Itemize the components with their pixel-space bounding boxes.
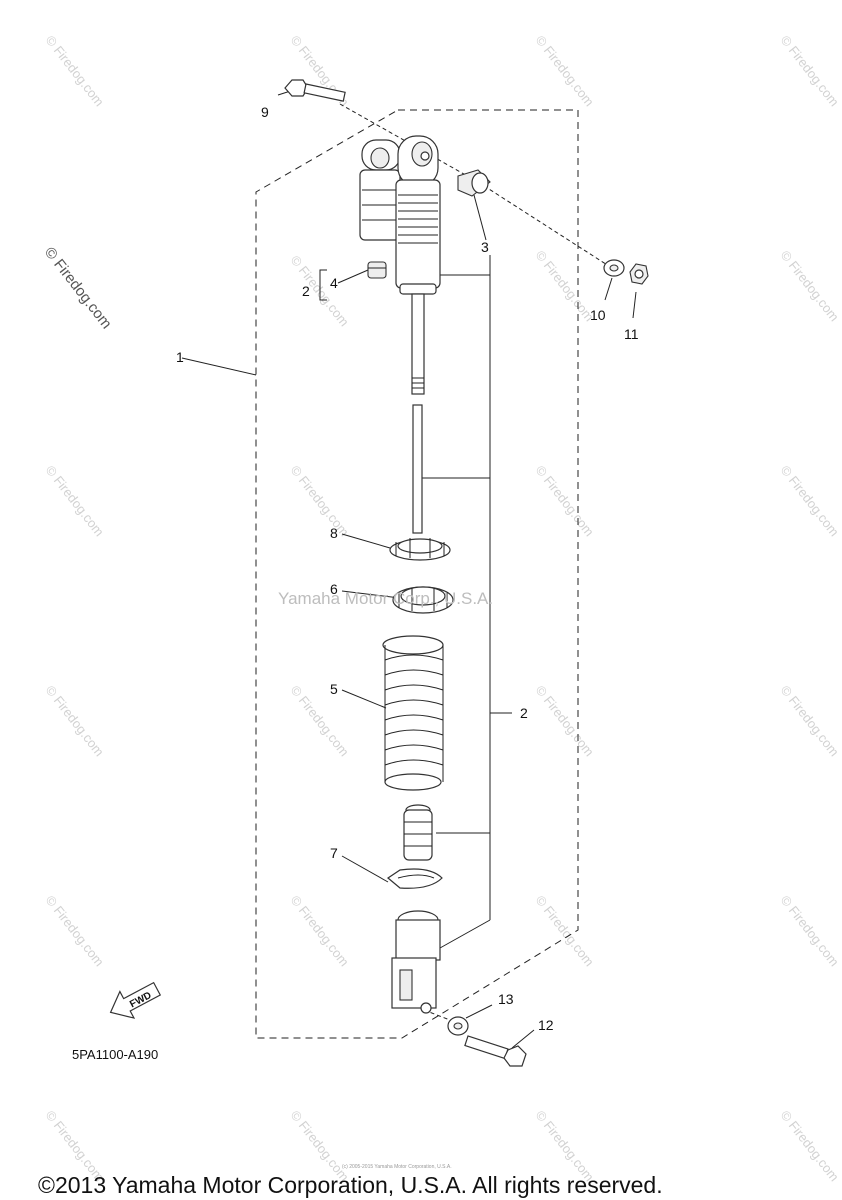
watermark: © Firedog.com (778, 683, 842, 760)
fwd-arrow-icon: FWD (109, 981, 162, 1019)
callout-6: 6 (330, 581, 338, 597)
bolt-lower (464, 1035, 527, 1067)
watermark-dark: © Firedog.com (41, 244, 115, 332)
ring-nut-6 (392, 586, 454, 614)
coil-spring-5 (382, 635, 444, 791)
watermark: © Firedog.com (533, 683, 597, 760)
shaft (412, 404, 423, 534)
watermark: © Firedog.com (288, 463, 352, 540)
watermark: © Firedog.com (778, 1108, 842, 1185)
lower-clevis (391, 910, 441, 1014)
bracket-2-4 (319, 269, 327, 301)
watermark: © Firedog.com (288, 683, 352, 760)
callout-9: 9 (261, 104, 269, 120)
washer-13 (447, 1016, 469, 1036)
callout-5: 5 (330, 681, 338, 697)
callout-3: 3 (481, 239, 489, 255)
callout-4: 4 (330, 275, 338, 291)
washer-10 (603, 259, 625, 277)
fine-print: (c) 2005-2015 Yamaha Motor Corporation, … (342, 1164, 452, 1170)
fwd-label: FWD (128, 990, 153, 1010)
diagram-code: 5PA1100-A190 (72, 1047, 158, 1062)
watermark: © Firedog.com (778, 463, 842, 540)
watermark: © Firedog.com (533, 248, 597, 325)
callout-12: 12 (538, 1017, 554, 1033)
spring-guide-7 (386, 868, 443, 889)
watermark: © Firedog.com (43, 463, 107, 540)
watermark: © Firedog.com (533, 463, 597, 540)
nut-11 (629, 263, 649, 285)
watermark: © Firedog.com (43, 683, 107, 760)
nut-4 (367, 261, 387, 279)
watermark: © Firedog.com (533, 33, 597, 110)
watermark: © Firedog.com (778, 893, 842, 970)
watermark-center: Yamaha Motor Corp., U.S.A. (278, 589, 493, 608)
bump-stopper (403, 804, 433, 861)
collar-3 (457, 169, 491, 197)
watermark: © Firedog.com (43, 33, 107, 110)
watermark: © Firedog.com (533, 893, 597, 970)
callout-7: 7 (330, 845, 338, 861)
watermark: © Firedog.com (43, 893, 107, 970)
bolt-upper (284, 79, 346, 102)
piston-rod (411, 293, 425, 395)
shock-reservoir (359, 139, 401, 241)
callout-2: 2 (302, 283, 310, 299)
callout-13: 13 (498, 991, 514, 1007)
callout-1: 1 (176, 349, 184, 365)
callout-2b: 2 (520, 705, 528, 721)
callout-8: 8 (330, 525, 338, 541)
ring-nut-8 (389, 538, 451, 561)
shock-body (395, 135, 441, 295)
callouts: 9 3 4 2 10 11 1 8 6 5 2 7 13 12 (176, 104, 639, 1033)
callout-11: 11 (624, 326, 639, 342)
watermark: © Firedog.com (778, 248, 842, 325)
watermark: © Firedog.com (288, 893, 352, 970)
assembly-outline (255, 109, 579, 1039)
callout-10: 10 (590, 307, 606, 323)
watermark: © Firedog.com (778, 33, 842, 110)
copyright-footer: ©2013 Yamaha Motor Corporation, U.S.A. A… (38, 1172, 663, 1198)
